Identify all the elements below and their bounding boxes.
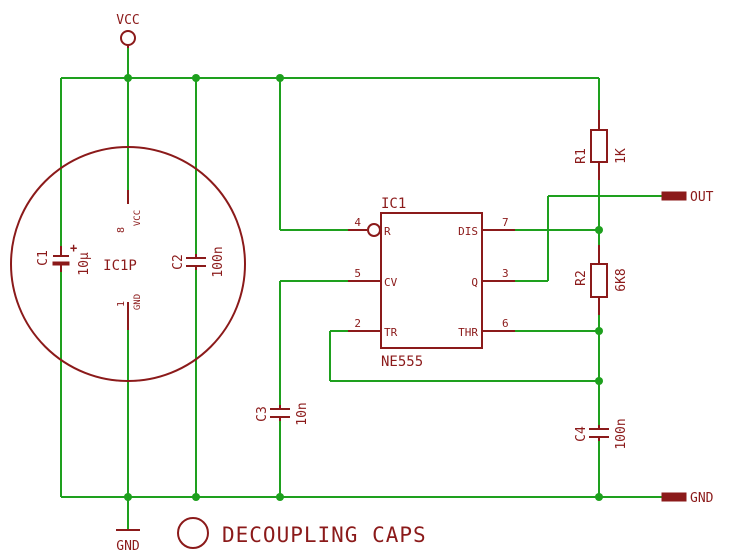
gnd-supply-symbol: GND [116, 529, 140, 554]
ne555-ic: IC1 NE555 4 5 2 7 3 6 R CV TR DIS Q THR [348, 196, 515, 370]
decoupling-caps-label: DECOUPLING CAPS [222, 523, 427, 547]
pin-6-name: THR [458, 326, 478, 339]
decoupling-group-outline [10, 146, 246, 382]
ic1p-label: IC1P [103, 258, 137, 274]
ic1-ref: IC1 [381, 196, 406, 212]
gnd-supply-label: GND [116, 539, 140, 554]
c2-value: 100n [211, 246, 226, 277]
gnd-port: GND [661, 491, 714, 506]
c3-capacitor: C3 10n [255, 402, 310, 425]
pin-4-number: 4 [354, 216, 361, 229]
c3-ref: C3 [255, 406, 270, 422]
ic1p-pin1-name: GND [133, 294, 143, 310]
ic1-value: NE555 [381, 354, 423, 370]
out-port-label: OUT [690, 190, 714, 205]
ic1p-power-part: 8 VCC 1 GND IC1P [103, 190, 143, 330]
r2-value: 6K8 [614, 268, 629, 291]
r1-value: 1K [614, 148, 629, 164]
out-port: OUT [661, 190, 714, 205]
r2-ref: R2 [574, 270, 589, 286]
vcc-supply-symbol: VCC [116, 13, 140, 48]
pin-5-number: 5 [354, 267, 361, 280]
pin-4-name: R [384, 225, 391, 238]
pin-3-name: Q [471, 276, 478, 289]
pin-6-number: 6 [502, 317, 509, 330]
svg-text:+: + [70, 241, 77, 255]
r2-resistor: R2 6K8 [574, 245, 629, 315]
pin-2-number: 2 [354, 317, 361, 330]
gnd-port-label: GND [690, 491, 714, 506]
wires [60, 48, 662, 530]
c1-ref: C1 [36, 250, 51, 266]
r1-ref: R1 [574, 148, 589, 164]
pin-2-name: TR [384, 326, 398, 339]
c3-value: 10n [295, 402, 310, 425]
c4-capacitor: C4 100n [574, 418, 629, 449]
ic1p-pin1-number: 1 [116, 301, 127, 307]
c2-ref: C2 [171, 254, 186, 270]
vcc-label: VCC [116, 13, 139, 28]
decoupling-legend: DECOUPLING CAPS [177, 517, 427, 549]
c1-value: 10µ [77, 252, 92, 276]
junctions [124, 74, 603, 501]
c4-ref: C4 [574, 426, 589, 442]
c2-capacitor: C2 100n [171, 246, 226, 277]
c1-capacitor: + C1 10µ [36, 241, 92, 276]
pin-7-name: DIS [458, 225, 478, 238]
ic1p-pin8-number: 8 [116, 227, 127, 233]
ic1p-pin8-name: VCC [133, 210, 143, 226]
pin-5-name: CV [384, 276, 398, 289]
r1-resistor: R1 1K [574, 110, 629, 180]
c4-value: 100n [614, 418, 629, 449]
pin-7-number: 7 [502, 216, 509, 229]
pin-3-number: 3 [502, 267, 509, 280]
